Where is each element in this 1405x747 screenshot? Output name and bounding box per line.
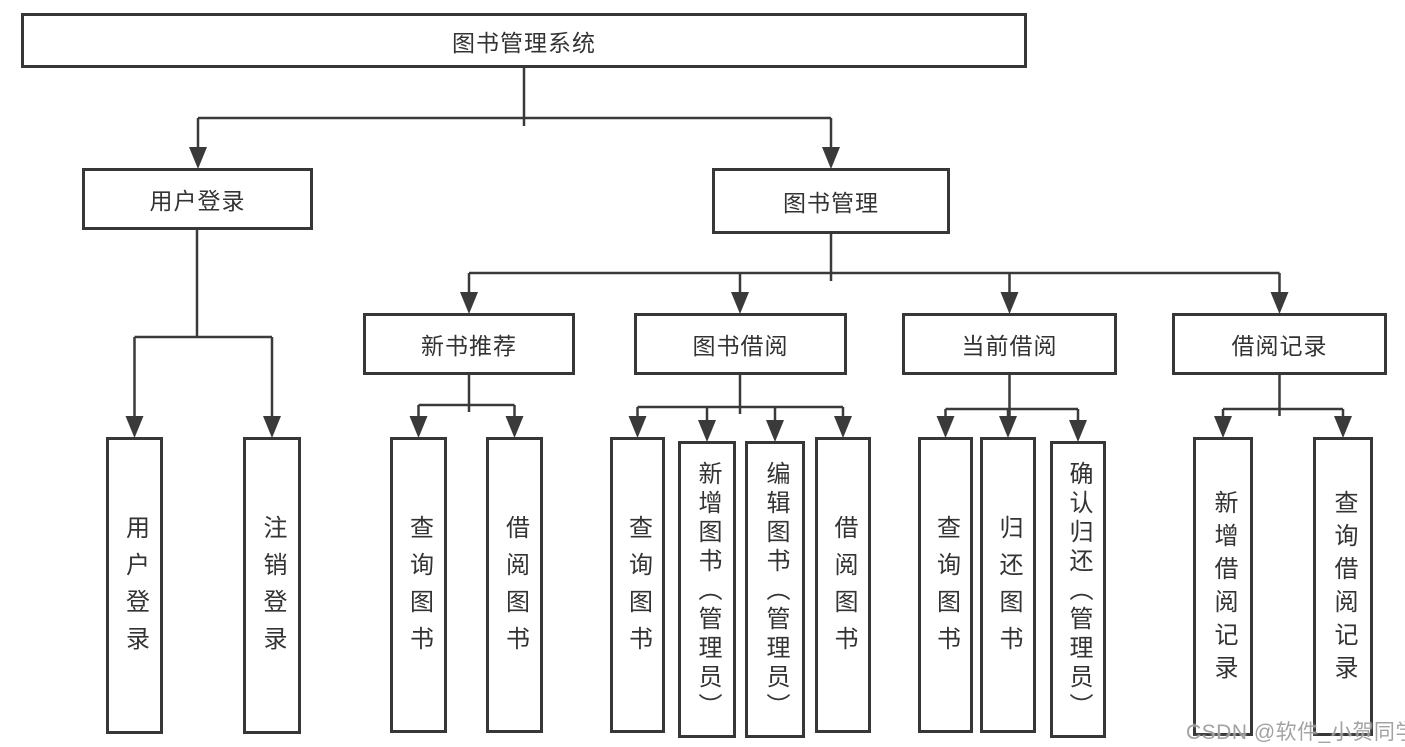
leaf-query-books-3: 查询图书 xyxy=(918,437,973,733)
leaf-borrow-books-2: 借阅图书 xyxy=(815,437,871,733)
watermark: CSDN @软件_小贺同学 xyxy=(1186,721,1405,744)
connector-borrow-to-leaves xyxy=(636,375,845,421)
leaf-return-book: 归还图书 xyxy=(980,437,1036,733)
leaf-logout: 注销登录 xyxy=(243,437,301,734)
node-book-borrow: 图书借阅 xyxy=(634,313,847,375)
connector-recommend-to-leaves xyxy=(417,375,516,417)
node-user-login: 用户登录 xyxy=(82,168,313,230)
arrowheads xyxy=(125,147,1352,442)
node-root: 图书管理系统 xyxy=(21,13,1027,68)
leaf-confirm-return-admin: 确认归还（管理员） xyxy=(1050,441,1106,738)
leaf-query-borrow-record: 查询借阅记录 xyxy=(1313,437,1373,736)
node-book-manage: 图书管理 xyxy=(712,168,950,234)
connector-login-to-leaves xyxy=(133,230,274,417)
connector-current-to-leaves xyxy=(944,375,1080,421)
connector-manage-to-level3 xyxy=(467,234,1281,293)
node-new-book-recommend: 新书推荐 xyxy=(363,313,575,375)
leaf-user-login: 用户登录 xyxy=(106,437,163,734)
node-current-borrow: 当前借阅 xyxy=(902,313,1117,375)
leaf-add-borrow-record: 新增借阅记录 xyxy=(1193,437,1253,736)
connector-root-to-level2 xyxy=(196,68,833,148)
connector-records-to-leaves xyxy=(1221,375,1345,417)
leaf-query-books-1: 查询图书 xyxy=(390,437,447,733)
leaf-query-books-2: 查询图书 xyxy=(610,437,665,733)
leaf-borrow-books-1: 借阅图书 xyxy=(486,437,543,733)
leaf-add-book-admin: 新增图书（管理员） xyxy=(678,441,736,738)
leaf-edit-book-admin: 编辑图书（管理员） xyxy=(745,441,805,738)
node-borrow-records: 借阅记录 xyxy=(1172,313,1387,375)
